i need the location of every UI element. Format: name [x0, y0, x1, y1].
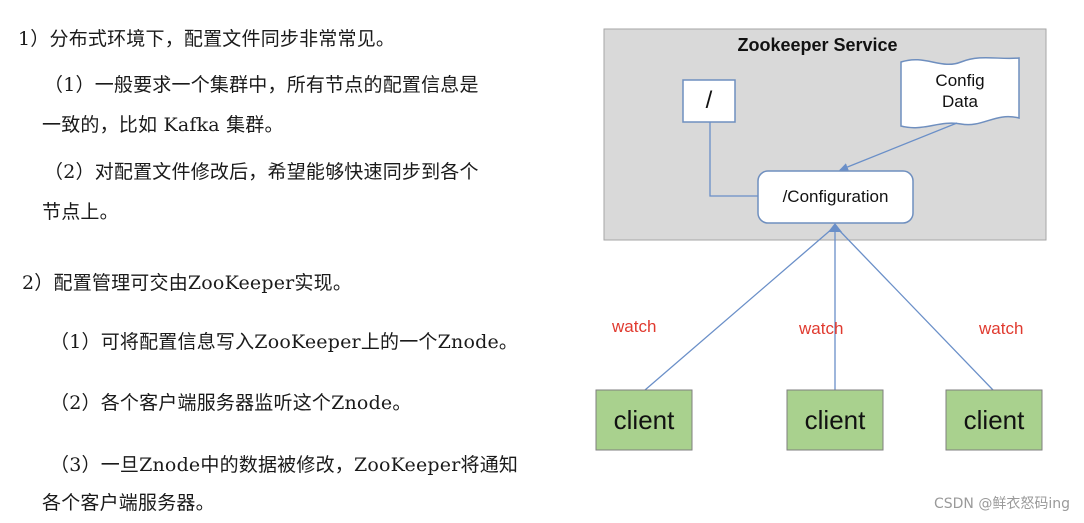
client-box-2 — [786, 389, 884, 451]
watch-edge-client-1 — [644, 227, 834, 391]
point-2c-line2: 各个客户端服务器。 — [42, 492, 215, 514]
point-1a-line2: 一致的，比如 Kafka 集群。 — [42, 114, 284, 136]
config-data-line2: Data — [942, 92, 978, 111]
point-1: 1）分布式环境下，配置文件同步非常常见。 — [18, 28, 396, 50]
point-2a: （1）可将配置信息写入ZooKeeper上的一个Znode。 — [50, 331, 519, 353]
configuration-node-label: /Configuration — [782, 187, 889, 206]
point-1a-line1: （1）一般要求一个集群中，所有节点的配置信息是 — [44, 74, 479, 96]
point-1b-line2: 节点上。 — [42, 201, 119, 223]
config-data-label: Config Data — [901, 70, 1019, 112]
point-2b: （2）各个客户端服务器监听这个Znode。 — [50, 392, 412, 414]
watermark: CSDN @鲜衣怒码ing — [933, 496, 1070, 512]
config-data-document — [900, 56, 1020, 129]
service-title: Zookeeper Service — [737, 35, 898, 55]
client-label-3: client — [963, 405, 1025, 435]
watch-label-2: watch — [799, 319, 844, 338]
point-2: 2）配置管理可交由ZooKeeper实现。 — [22, 272, 353, 294]
root-node-box — [682, 79, 736, 123]
diagram-shapes — [595, 28, 1047, 451]
client-label-2: client — [804, 405, 866, 435]
watch-label-1: watch — [612, 317, 657, 336]
configuration-node-box — [757, 170, 914, 224]
edge-configdata-to-configuration — [839, 122, 958, 171]
edge-root-to-configuration — [709, 122, 758, 197]
client-label-1: client — [613, 405, 675, 435]
client-box-1 — [595, 389, 693, 451]
point-1b-line1: （2）对配置文件修改后，希望能够快速同步到各个 — [44, 161, 479, 183]
zookeeper-config-diagram: Zookeeper Service / Config Data /Configu… — [585, 0, 1084, 523]
watch-label-3: watch — [979, 319, 1024, 338]
point-2c-line1: （3）一旦Znode中的数据被修改，ZooKeeper将通知 — [50, 454, 519, 476]
watch-edge-client-3 — [836, 227, 994, 391]
client-box-3 — [945, 389, 1043, 451]
config-data-line1: Config — [935, 71, 985, 90]
text-column: 1）分布式环境下，配置文件同步非常常见。 （1）一般要求一个集群中，所有节点的配… — [18, 28, 519, 514]
watch-arrowhead — [828, 223, 842, 232]
root-node-label: / — [705, 87, 713, 114]
